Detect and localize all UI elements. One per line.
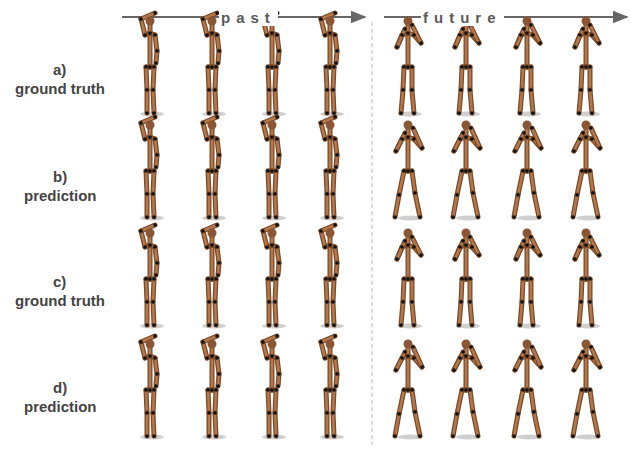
time-label: future: [421, 9, 504, 26]
row-label: ground truth: [15, 292, 105, 310]
row-label: prediction: [24, 398, 97, 416]
row-label: a): [53, 61, 66, 79]
row-label: prediction: [24, 187, 97, 205]
row-label: ground truth: [15, 80, 105, 98]
row-label: c): [53, 273, 66, 291]
row-label: d): [53, 379, 67, 397]
time-label: past: [219, 9, 278, 26]
skeleton-figures: [139, 11, 602, 439]
row-label: b): [53, 168, 67, 186]
divider-line: [372, 22, 373, 445]
